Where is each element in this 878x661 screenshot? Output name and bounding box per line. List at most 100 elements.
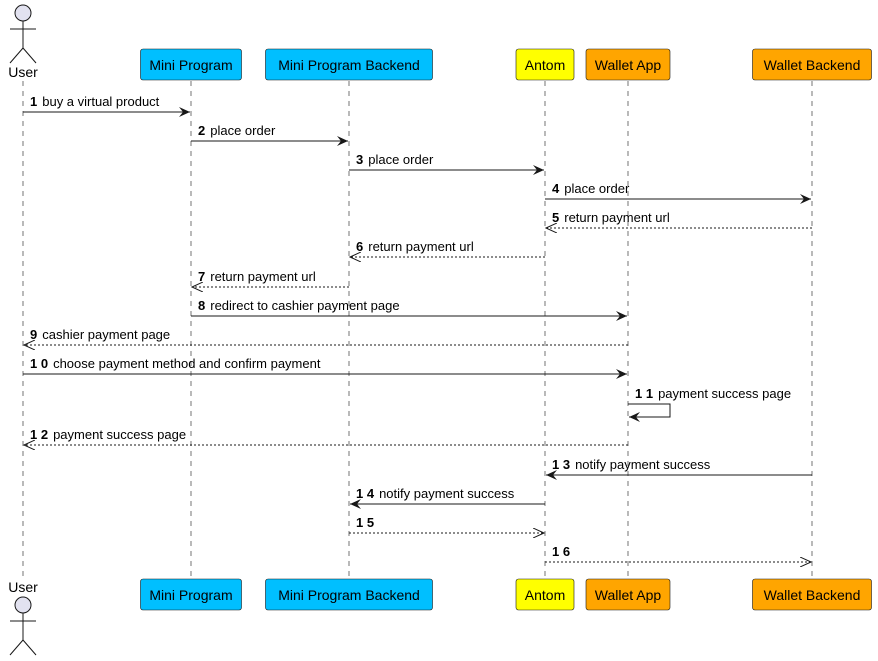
participant-box [752,578,872,611]
message-text: place order [368,152,434,167]
participant-user-top: User [8,4,38,80]
participant-box [265,578,433,611]
message-8: 8 redirect to cashier payment page [191,298,627,321]
actor-icon [9,596,37,656]
message-label: 1 5 [356,515,374,530]
message-number: 3 [356,152,363,167]
message-number: 1 1 [635,386,653,401]
participant-label: User [8,64,38,80]
message-11: 1 1 payment success page [628,386,791,422]
message-text: return payment url [564,210,670,225]
message-text: payment success page [53,427,186,442]
participant-box [265,48,433,81]
message-text: place order [564,181,630,196]
message-label: 1 3 notify payment success [552,457,711,472]
message-label: 5 return payment url [552,210,670,225]
actor-icon [9,4,37,64]
participant-mpb-top: Mini Program Backend [265,48,433,81]
message-text: return payment url [210,269,316,284]
message-number: 1 [30,94,37,109]
participant-box [515,48,575,81]
message-2: 2 place order [191,123,348,146]
message-label: 3 place order [356,152,434,167]
message-14: 1 4 notify payment success [350,486,545,509]
participant-label: Mini Program [149,57,232,73]
participant-wb-bottom: Wallet Backend [752,578,872,611]
message-text: payment success page [658,386,791,401]
message-number: 1 6 [552,544,570,559]
message-text: redirect to cashier payment page [210,298,399,313]
message-10: 1 0 choose payment method and confirm pay… [23,356,627,379]
participant-box [585,48,671,81]
participant-antom-top: Antom [515,48,575,81]
participant-label: Mini Program Backend [278,587,420,603]
message-3: 3 place order [349,152,544,175]
message-5: 5 return payment url [546,210,812,228]
message-number: 1 5 [356,515,374,530]
message-16: 1 6 [545,544,811,562]
participant-box [585,578,671,611]
message-15: 1 5 [349,515,544,533]
participant-label: Antom [525,57,565,73]
participant-antom-bottom: Antom [515,578,575,611]
message-4: 4 place order [545,181,811,204]
participant-mp-bottom: Mini Program [140,578,242,611]
message-label: 1 0 choose payment method and confirm pay… [30,356,321,371]
message-label: 2 place order [198,123,276,138]
participant-label: Wallet App [595,587,662,603]
participant-mp-top: Mini Program [140,48,242,81]
participant-label: Antom [525,587,565,603]
participant-label: Wallet Backend [764,587,861,603]
message-label: 7 return payment url [198,269,316,284]
message-number: 5 [552,210,559,225]
message-label: 1 6 [552,544,570,559]
participant-box [515,578,575,611]
participant-label: Wallet App [595,57,662,73]
message-arrow [628,403,671,422]
message-13: 1 3 notify payment success [546,457,812,480]
message-1: 1 buy a virtual product [23,94,190,117]
participant-wb-top: Wallet Backend [752,48,872,81]
message-text: notify payment success [575,457,711,472]
message-text: choose payment method and confirm paymen… [53,356,321,371]
message-number: 1 0 [30,356,48,371]
participant-mpb-bottom: Mini Program Backend [265,578,433,611]
message-6: 6 return payment url [350,239,545,257]
message-number: 8 [198,298,205,313]
message-text: place order [210,123,276,138]
message-label: 1 2 payment success page [30,427,186,442]
message-number: 9 [30,327,37,342]
participant-label: User [8,579,38,595]
message-text: cashier payment page [42,327,170,342]
message-number: 2 [198,123,205,138]
participant-label: Wallet Backend [764,57,861,73]
message-label: 1 1 payment success page [635,386,791,401]
participant-box [752,48,872,81]
participant-box [140,578,242,611]
message-label: 4 place order [552,181,630,196]
message-text: buy a virtual product [42,94,159,109]
participant-label: Mini Program Backend [278,57,420,73]
participant-box [140,48,242,81]
message-12: 1 2 payment success page [24,427,628,445]
message-text: return payment url [368,239,474,254]
participant-user-bottom: User [8,579,38,656]
message-label: 9 cashier payment page [30,327,170,342]
message-9: 9 cashier payment page [24,327,628,345]
participant-label: Mini Program [149,587,232,603]
message-number: 4 [552,181,560,196]
message-label: 6 return payment url [356,239,474,254]
message-number: 7 [198,269,205,284]
message-label: 1 4 notify payment success [356,486,515,501]
message-label: 1 buy a virtual product [30,94,160,109]
message-number: 1 2 [30,427,48,442]
message-number: 1 3 [552,457,570,472]
participant-wa-bottom: Wallet App [585,578,671,611]
participant-wa-top: Wallet App [585,48,671,81]
message-text: notify payment success [379,486,515,501]
message-number: 6 [356,239,363,254]
message-label: 8 redirect to cashier payment page [198,298,400,313]
message-number: 1 4 [356,486,375,501]
message-7: 7 return payment url [192,269,349,287]
